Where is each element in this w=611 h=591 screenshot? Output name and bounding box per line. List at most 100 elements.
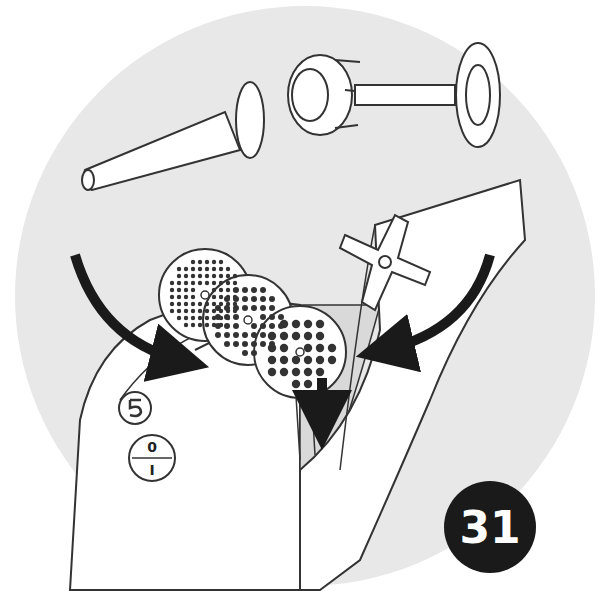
disc-hole: [205, 323, 209, 327]
power-divider: [132, 457, 172, 459]
disc-hole: [191, 323, 195, 327]
disc-hole: [251, 287, 257, 293]
disc-hole: [269, 305, 275, 311]
disc-hole: [184, 274, 188, 278]
disc-hole: [215, 323, 221, 329]
disc-hole: [191, 316, 195, 320]
disc-hole: [198, 260, 202, 264]
disc-hole: [233, 305, 239, 311]
disc-hole: [260, 332, 266, 338]
disc-hole: [316, 356, 324, 364]
disc-hole: [233, 296, 239, 302]
disc-hole: [177, 302, 181, 306]
disc-hole: [170, 302, 174, 306]
disc-hole: [177, 295, 181, 299]
disc-hole: [170, 309, 174, 313]
disc-hole: [198, 281, 202, 285]
disc-hole: [242, 305, 248, 311]
disc-hub: [201, 291, 209, 299]
disc-hole: [233, 332, 239, 338]
disc-hole: [198, 316, 202, 320]
motor-body: [70, 300, 300, 590]
cross-blade: [340, 215, 430, 310]
insert-arrow: [75, 255, 180, 360]
disc-hole: [304, 332, 312, 340]
blade-hub: [379, 256, 391, 268]
disc-hole: [269, 296, 275, 302]
disc-hole: [242, 287, 248, 293]
disc-hole: [251, 305, 257, 311]
disc-hole: [170, 281, 174, 285]
disc-hole: [198, 274, 202, 278]
disc-hole: [215, 332, 221, 338]
speed-icon: [130, 400, 141, 416]
disc-hole: [198, 302, 202, 306]
disc-hole: [251, 332, 257, 338]
step-badge: [444, 481, 536, 573]
disc-hole: [280, 356, 288, 364]
disc-hole: [233, 323, 239, 329]
disc-hole: [170, 295, 174, 299]
disc-hole: [212, 281, 216, 285]
disc-hole: [205, 281, 209, 285]
disc-hole: [260, 341, 266, 347]
disc-hole: [184, 267, 188, 271]
disc-hole: [260, 323, 266, 329]
disc-hole: [184, 302, 188, 306]
insert-arrow: [385, 255, 490, 350]
disc-hole: [280, 368, 288, 376]
disc-hole: [304, 344, 312, 352]
disc-hole: [212, 295, 216, 299]
cutting-discs: [159, 249, 346, 398]
disc-hole: [191, 309, 195, 313]
disc-hole: [198, 309, 202, 313]
disc-hole: [224, 323, 230, 329]
disc-hole: [304, 380, 312, 388]
disc-hole: [184, 309, 188, 313]
disc-hole: [292, 332, 300, 340]
disc-hole: [177, 267, 181, 271]
nozzle-tip: [82, 170, 94, 190]
disc-hole: [184, 316, 188, 320]
disc-hole: [268, 332, 276, 340]
disc-hole: [251, 296, 257, 302]
disc-hole: [198, 323, 202, 327]
switch-mark: 0: [147, 440, 157, 454]
disc-hole: [224, 341, 230, 347]
disc-hole: [292, 320, 300, 328]
disc-hole: [251, 350, 257, 356]
disc-hole: [316, 332, 324, 340]
hopper-housing: [300, 180, 525, 590]
disc-hole: [233, 341, 239, 347]
disc-hole: [224, 296, 230, 302]
disc-hole: [184, 281, 188, 285]
disc-hole: [226, 281, 230, 285]
disc-hole: [177, 281, 181, 285]
disc-hole: [251, 323, 257, 329]
disc-hole: [280, 344, 288, 352]
disc-hub: [244, 316, 252, 324]
disc-hole: [251, 341, 257, 347]
disc-hole: [260, 305, 266, 311]
disc-hole: [268, 344, 276, 352]
disc-hole: [205, 309, 209, 313]
disc-hole: [198, 267, 202, 271]
disc-hub: [296, 348, 304, 356]
disc-hole: [260, 314, 266, 320]
disc-hole: [233, 287, 239, 293]
disc-hole: [242, 350, 248, 356]
disc-hole: [205, 274, 209, 278]
disc-hole: [212, 274, 216, 278]
disc-hole: [242, 296, 248, 302]
disc-hole: [191, 295, 195, 299]
disc-hole: [260, 296, 266, 302]
disc-hole: [268, 356, 276, 364]
disc-hole: [233, 281, 237, 285]
disc-hole: [316, 344, 324, 352]
disc-hole: [219, 267, 223, 271]
disc-hole: [269, 314, 275, 320]
disc-hole: [242, 332, 248, 338]
speed-button: [119, 392, 151, 424]
disc-hole: [224, 332, 230, 338]
